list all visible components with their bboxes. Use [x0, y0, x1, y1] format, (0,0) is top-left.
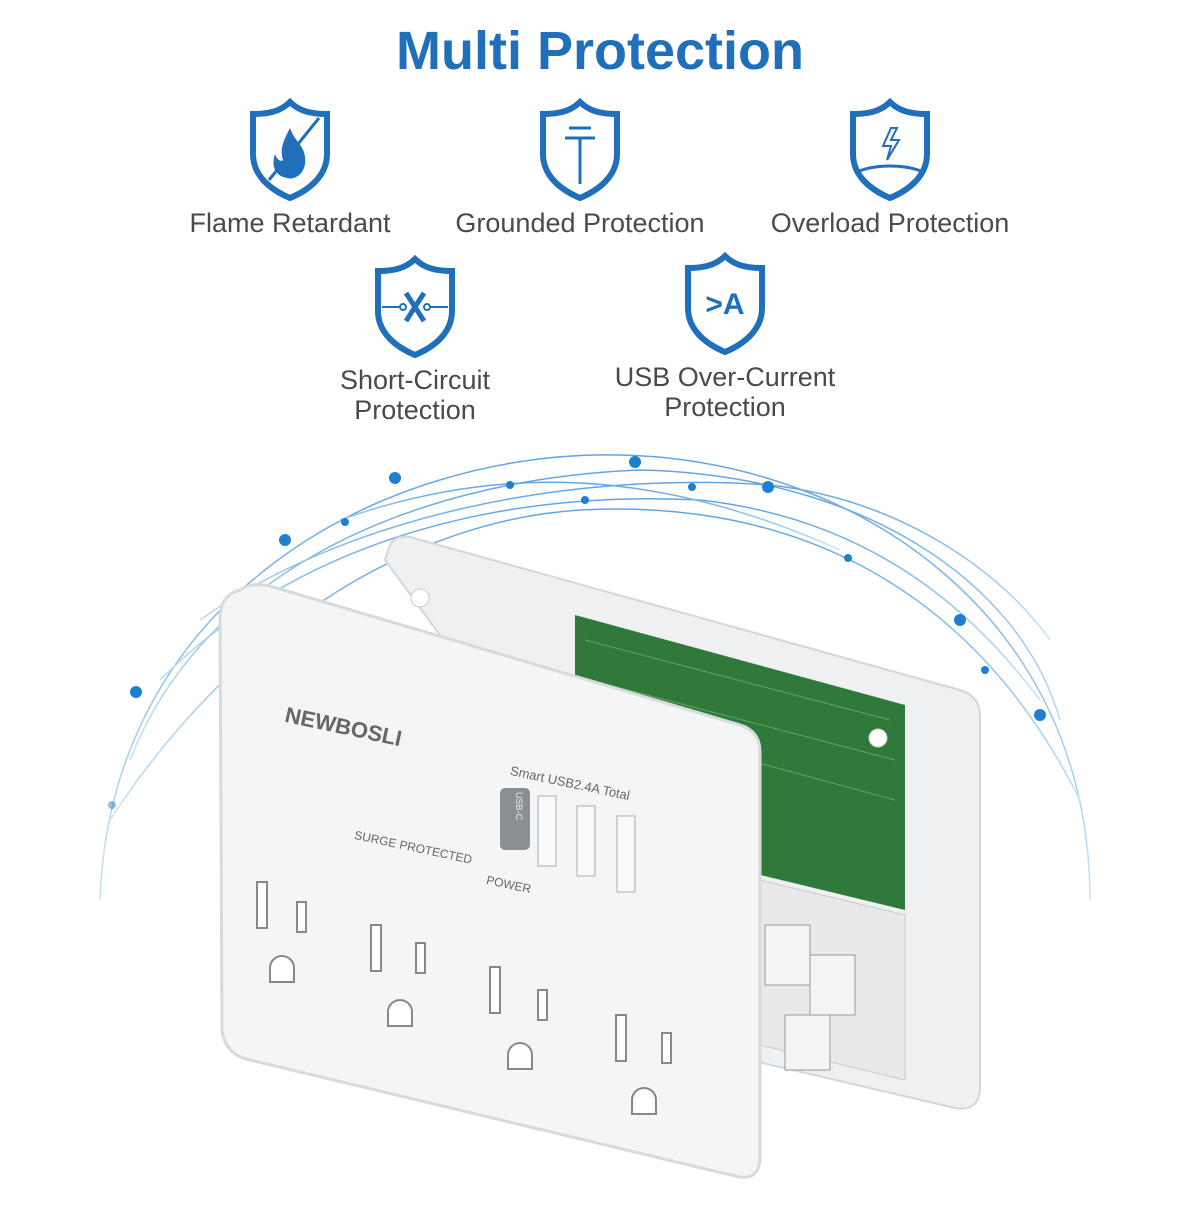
feature-label-line2: Protection	[664, 392, 786, 422]
feature-overload-protection: Overload Protection	[750, 98, 1030, 238]
feature-label-line1: USB Over-Current	[614, 362, 836, 392]
shield-lightning-icon	[850, 98, 930, 202]
front-plate	[218, 583, 762, 1179]
shield-short-circuit-icon	[375, 255, 455, 359]
feature-label-line1: Short-Circuit	[339, 365, 491, 395]
feature-flame-retardant: Flame Retardant	[160, 98, 420, 238]
usb-c-label: USB-C	[514, 792, 524, 821]
product-scene: NEWBOSLI Smart USB2.4A Total SURGE PROTE…	[0, 430, 1200, 1200]
feature-label-line2: Protection	[354, 395, 476, 425]
dome-nodes	[108, 456, 1046, 809]
over-current-glyph: >A	[705, 288, 744, 321]
ac-outlets	[256, 881, 672, 1115]
usb-a-ports	[537, 795, 636, 893]
feature-label: Flame Retardant	[189, 208, 391, 238]
shield-ground-icon	[540, 98, 620, 202]
product-illustration	[99, 454, 1091, 1179]
usb-c-port	[500, 788, 530, 850]
feature-short-circuit-protection: Short-Circuit Protection	[290, 255, 540, 425]
feature-label: Overload Protection	[770, 208, 1010, 238]
shield-over-current-icon: >A	[685, 252, 765, 356]
feature-grounded-protection: Grounded Protection	[440, 98, 720, 238]
page-title: Multi Protection	[396, 21, 804, 81]
feature-label: Grounded Protection	[455, 208, 705, 238]
shield-flame-icon	[250, 98, 330, 202]
feature-usb-over-current-protection: >A USB Over-Current Protection	[590, 252, 860, 422]
